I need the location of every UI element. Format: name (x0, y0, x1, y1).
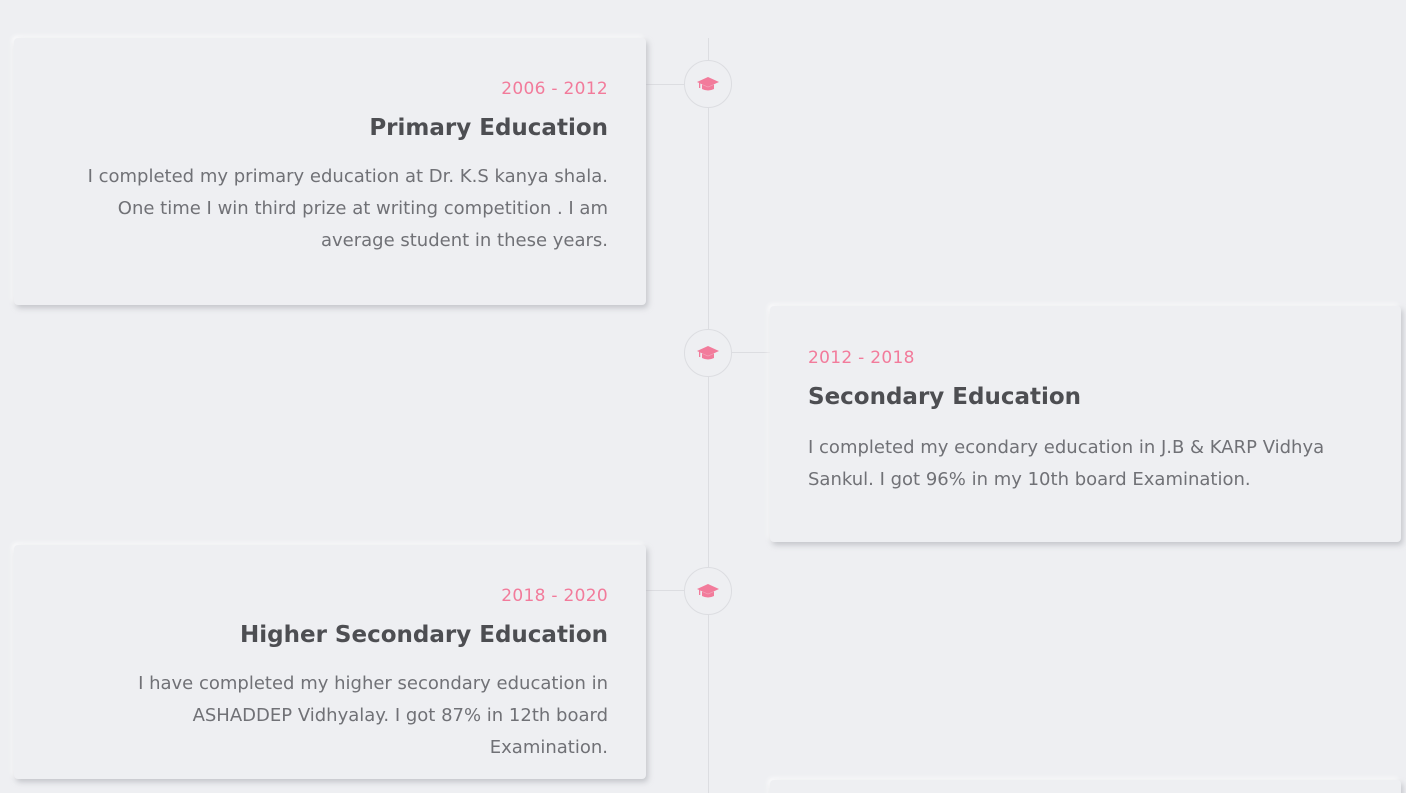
graduation-cap-icon (697, 584, 719, 598)
card-title: Higher Secondary Education (240, 622, 608, 648)
timeline-card-partial (770, 780, 1401, 793)
timeline-connector (732, 352, 770, 353)
card-date: 2012 - 2018 (808, 348, 915, 368)
timeline-card: 2012 - 2018 Secondary Education I comple… (770, 306, 1401, 542)
timeline-card: 2006 - 2012 Primary Education I complete… (14, 38, 646, 305)
graduation-cap-icon (697, 346, 719, 360)
timeline-node (684, 60, 732, 108)
card-title: Secondary Education (808, 384, 1082, 410)
timeline-connector (646, 590, 684, 591)
timeline-line (708, 38, 709, 793)
card-title: Primary Education (369, 115, 608, 141)
card-description: I completed my primary education at Dr. … (87, 166, 608, 251)
graduation-cap-icon (697, 77, 719, 91)
timeline-node (684, 567, 732, 615)
timeline-node (684, 329, 732, 377)
timeline-card: 2018 - 2020 Higher Secondary Education I… (14, 545, 646, 779)
card-description: I completed my econdary education in J.B… (808, 437, 1325, 490)
card-date: 2018 - 2020 (501, 586, 608, 606)
card-description: I have completed my higher secondary edu… (138, 673, 608, 758)
card-date: 2006 - 2012 (501, 79, 608, 99)
timeline-connector (646, 84, 684, 85)
